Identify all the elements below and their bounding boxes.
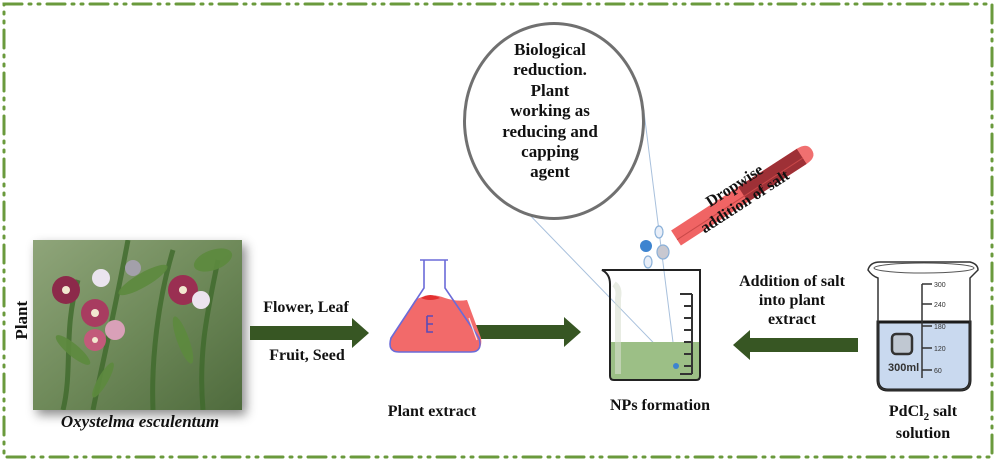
arrow-right-1 — [250, 318, 369, 348]
callout-line: capping — [521, 141, 579, 161]
flask-label: Plant extract — [387, 403, 477, 420]
callout-line: reduction. — [513, 60, 587, 80]
scale-tick-label: 180 — [934, 324, 946, 331]
erlenmeyer-flask-icon — [389, 259, 482, 353]
callout-line: Biological — [514, 40, 586, 59]
arrow3-label-line: extract — [768, 311, 816, 329]
plant-photo-icon — [33, 240, 242, 410]
callout-line: agent — [530, 162, 570, 182]
salt-beaker-icon: 300ml 300 240 180 120 60 — [867, 261, 979, 392]
arrow-left-3 — [733, 330, 858, 360]
arrow3-label: Addition of salt into plant extract — [722, 272, 862, 330]
arrow-right-2 — [475, 317, 581, 347]
drop-icon — [656, 244, 670, 260]
salt-formula: PdCl2 salt — [858, 402, 988, 424]
salt-beaker-volume: 300ml — [888, 362, 919, 374]
arrow1-label-top: Flower, Leaf — [263, 299, 349, 316]
scale-tick-label: 240 — [934, 302, 946, 309]
callout-line: working as — [510, 101, 590, 121]
arrow3-label-line: Addition of salt — [739, 273, 845, 290]
drop-icon — [640, 240, 652, 252]
drop-icon — [654, 225, 664, 239]
arrow1-label-bottom: Fruit, Seed — [269, 347, 345, 364]
np-beaker-label: NPs formation — [610, 397, 710, 414]
salt-formula-main: PdCl — [888, 403, 924, 420]
salt-formula-sub: 2 — [923, 411, 930, 424]
scale-tick-label: 120 — [934, 346, 946, 353]
scale-tick-label: 300 — [934, 282, 946, 289]
callout-line: Plant — [530, 80, 570, 100]
salt-beaker-label: PdCl2 salt solution — [858, 402, 988, 444]
np-beaker-icon — [601, 269, 701, 381]
species-name: Oxystelma esculentum — [60, 412, 220, 431]
callout-circle — [463, 22, 645, 220]
callout-text: Biological reduction. Plant working as r… — [470, 40, 630, 183]
drop-icon — [643, 255, 653, 269]
salt-formula-rest: salt — [929, 403, 958, 420]
callout-line: reducing and — [502, 121, 598, 141]
salt-label-line2: solution — [895, 425, 951, 443]
scale-tick-label: 60 — [934, 368, 942, 375]
plant-photo — [33, 240, 242, 410]
arrow3-label-line: into plant — [758, 292, 826, 310]
